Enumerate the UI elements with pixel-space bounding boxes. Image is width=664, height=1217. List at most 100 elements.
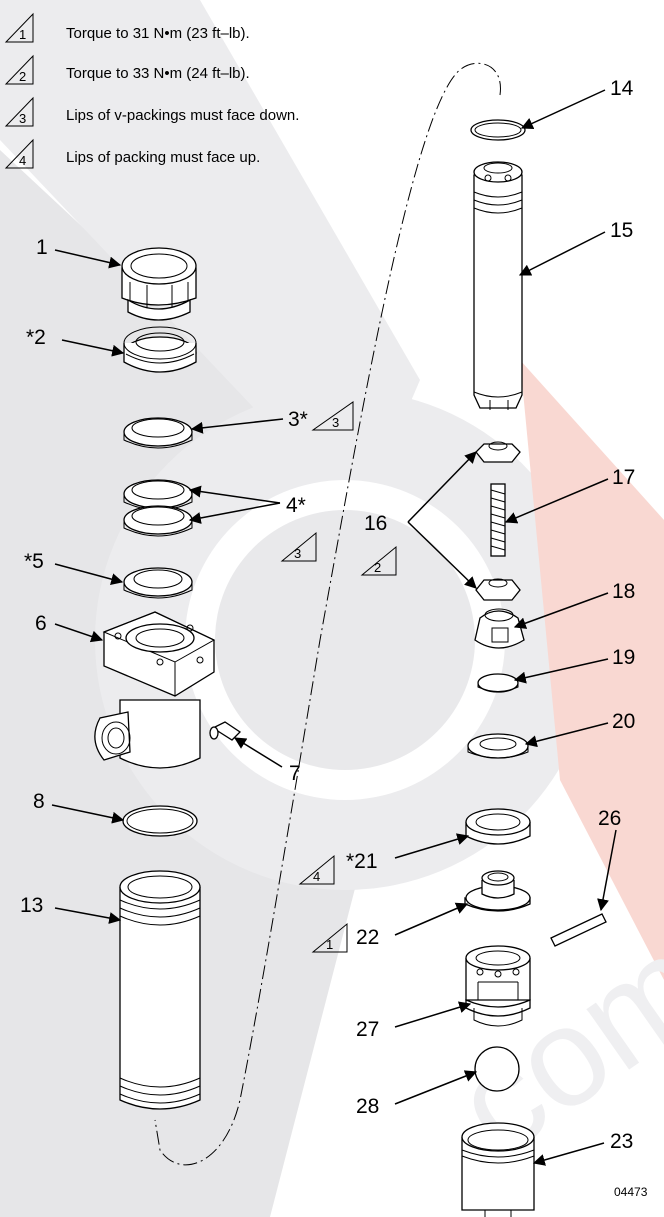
part-22-piston bbox=[464, 870, 531, 912]
leader-23 bbox=[532, 1142, 605, 1166]
callout-27: 27 bbox=[356, 1018, 379, 1041]
note-4-triangle bbox=[4, 138, 34, 169]
leader-16b bbox=[407, 521, 477, 589]
ref-triangle-3b-number: 3 bbox=[294, 546, 301, 561]
note-2-text: Torque to 33 N•m (24 ft–lb). bbox=[66, 65, 250, 82]
leader-2 bbox=[61, 339, 125, 357]
ref-triangle-2 bbox=[360, 545, 397, 576]
callout-13: 13 bbox=[20, 894, 43, 917]
note-3-triangle bbox=[4, 96, 34, 127]
note-3: 3 Lips of v-packings must face down. bbox=[4, 96, 299, 127]
note-3-number: 3 bbox=[19, 111, 26, 126]
part-13-cylinder bbox=[119, 870, 201, 1110]
callout-26: 26 bbox=[598, 807, 621, 830]
note-4-number: 4 bbox=[19, 153, 26, 168]
note-2-number: 2 bbox=[19, 69, 26, 84]
notes: 1 Torque to 31 N•m (23 ft–lb). 2 Torque … bbox=[4, 12, 299, 169]
callout-14: 14 bbox=[610, 77, 634, 100]
callout-3: 3* bbox=[288, 408, 308, 431]
leader-7 bbox=[233, 737, 283, 768]
figure-id: 04473 bbox=[614, 1185, 648, 1199]
callout-8: 8 bbox=[33, 790, 45, 813]
callout-17: 17 bbox=[612, 466, 635, 489]
callout-28: 28 bbox=[356, 1095, 379, 1118]
watermark-gray-band bbox=[0, 0, 420, 520]
callouts: 1 *2 3* 4* *5 6 7 8 13 14 15 16 17 18 19… bbox=[20, 77, 635, 1153]
watermark-red-shape bbox=[520, 360, 664, 980]
note-4-text: Lips of packing must face up. bbox=[66, 149, 260, 166]
note-2-triangle bbox=[4, 54, 34, 85]
callout-2: *2 bbox=[26, 326, 46, 349]
part-14-o-ring bbox=[470, 119, 526, 141]
ref-triangle-2-number: 2 bbox=[374, 560, 381, 575]
leader-14 bbox=[520, 89, 606, 129]
ref-triangle-1 bbox=[311, 922, 348, 953]
part-5-male-gland bbox=[123, 567, 193, 599]
leader-3 bbox=[190, 418, 284, 434]
note-references: 3 3 2 4 1 bbox=[280, 401, 397, 953]
watermark-core bbox=[215, 510, 475, 770]
part-8-o-ring bbox=[122, 805, 198, 837]
callout-20: 20 bbox=[612, 710, 635, 733]
part-23-intake-housing bbox=[461, 1122, 535, 1217]
leader-22 bbox=[394, 902, 469, 936]
leader-15 bbox=[518, 231, 606, 276]
part-1-packing-nut bbox=[121, 247, 197, 321]
note-2: 2 Torque to 33 N•m (24 ft–lb). bbox=[4, 54, 250, 85]
leader-13 bbox=[54, 907, 122, 924]
ref-triangle-3a-number: 3 bbox=[332, 415, 339, 430]
part-16-hex-nut-upper bbox=[475, 441, 521, 463]
note-1: 1 Torque to 31 N•m (23 ft–lb). bbox=[4, 12, 250, 43]
ref-triangle-4-number: 4 bbox=[313, 869, 320, 884]
callout-15: 15 bbox=[610, 219, 633, 242]
callout-19: 19 bbox=[612, 646, 635, 669]
callout-1: 1 bbox=[36, 236, 48, 259]
callout-6: 6 bbox=[35, 612, 47, 635]
leader-26 bbox=[597, 829, 617, 912]
callout-5: *5 bbox=[24, 550, 44, 573]
note-1-triangle bbox=[4, 12, 34, 43]
part-7-fitting bbox=[209, 721, 242, 741]
part-2-gland bbox=[123, 326, 197, 373]
part-17-stud bbox=[490, 483, 506, 557]
callout-23: 23 bbox=[610, 1130, 633, 1153]
part-4-v-packings bbox=[123, 479, 193, 537]
leader-6 bbox=[54, 623, 104, 643]
note-1-text: Torque to 31 N•m (23 ft–lb). bbox=[66, 25, 250, 42]
leader-18 bbox=[513, 592, 609, 629]
leader-4b bbox=[188, 502, 281, 524]
ref-triangle-3b bbox=[280, 531, 317, 562]
callout-7: 7 bbox=[289, 762, 301, 785]
leader-1 bbox=[54, 249, 122, 269]
part-19-disc bbox=[477, 673, 519, 693]
note-4: 4 Lips of packing must face up. bbox=[4, 138, 260, 169]
leader-28 bbox=[394, 1070, 478, 1105]
ref-triangle-3a bbox=[311, 401, 354, 431]
part-26-pin bbox=[550, 913, 607, 947]
callout-21: *21 bbox=[346, 850, 378, 873]
ref-triangle-1-number: 1 bbox=[326, 937, 333, 952]
callout-4: 4* bbox=[286, 494, 306, 517]
ref-triangle-4 bbox=[298, 854, 335, 885]
callout-16: 16 bbox=[364, 512, 387, 535]
leader-8 bbox=[51, 804, 125, 824]
part-28-ball bbox=[474, 1046, 520, 1092]
callout-18: 18 bbox=[612, 580, 635, 603]
assembly-centerline bbox=[154, 62, 501, 1166]
leader-5 bbox=[54, 563, 124, 585]
leader-17 bbox=[504, 478, 609, 524]
part-16-hex-nut-lower bbox=[475, 578, 521, 601]
note-3-text: Lips of v-packings must face down. bbox=[66, 107, 299, 124]
part-27-ball-guide bbox=[465, 945, 531, 1027]
leader-21 bbox=[394, 833, 470, 859]
note-1-number: 1 bbox=[19, 27, 26, 42]
leader-19 bbox=[513, 658, 609, 684]
part-15-displacement-rod bbox=[473, 161, 523, 410]
leader-27 bbox=[394, 1001, 472, 1028]
callout-22: 22 bbox=[356, 926, 379, 949]
part-21-packing bbox=[465, 808, 531, 845]
leader-4a bbox=[188, 485, 281, 504]
